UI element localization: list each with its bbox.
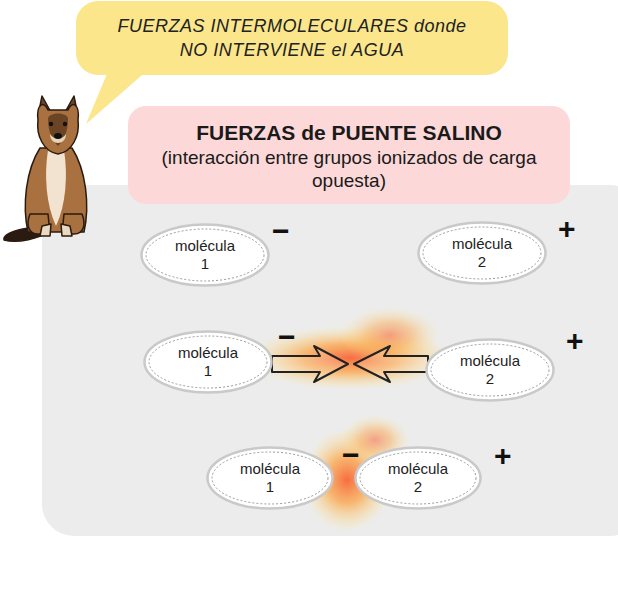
speech-bubble: FUERZAS INTERMOLECULARES donde NO INTERV… (76, 1, 508, 75)
charge-sign: − (278, 322, 296, 352)
subtitle-text: (interacción entre grupos ionizados de c… (154, 146, 544, 192)
molecule-label: molécula 2 (455, 352, 525, 388)
attraction-arrow (354, 346, 428, 382)
background-panel (42, 185, 618, 536)
dog-illustration (4, 96, 87, 241)
molecule-label: molécula 2 (447, 235, 517, 271)
charge-sign: + (566, 326, 584, 356)
ellipse-outer (427, 340, 554, 401)
title-text: FUERZAS de PUENTE SALINO (196, 119, 502, 146)
charge-sign: + (494, 441, 512, 471)
molecule-ellipse: molécula 2 (425, 338, 555, 402)
ellipse-inner (146, 229, 264, 281)
ellipse-inner (149, 336, 267, 388)
molecule-ellipse: molécula 1 (143, 330, 273, 394)
ellipse-outer (208, 448, 333, 509)
molecule-ellipse: molécula 2 (417, 221, 547, 285)
charge-sign: − (342, 440, 360, 470)
charge-sign: + (558, 214, 576, 244)
molecule-label: molécula 1 (173, 344, 243, 380)
molecule-label: molécula 1 (170, 237, 240, 273)
ellipse-outer (419, 223, 546, 284)
molecule-ellipse: molécula 2 (354, 446, 482, 510)
ellipse-outer (142, 225, 269, 286)
ellipse-inner (431, 344, 549, 396)
attraction-glow (340, 307, 440, 363)
speech-text: FUERZAS INTERMOLECULARES donde NO INTERV… (116, 14, 468, 62)
molecule-label: molécula 1 (235, 460, 305, 496)
ellipse-inner (360, 452, 476, 504)
ellipse-outer (356, 448, 481, 509)
title-box: FUERZAS de PUENTE SALINO(interacción ent… (128, 106, 570, 204)
ellipse-inner (423, 227, 541, 279)
molecule-ellipse: molécula 1 (140, 223, 270, 287)
molecule-ellipse: molécula 1 (206, 446, 334, 510)
charge-sign: − (272, 216, 290, 246)
ellipse-outer (145, 332, 272, 393)
molecule-label: molécula 2 (383, 460, 453, 496)
ellipse-inner (212, 452, 328, 504)
